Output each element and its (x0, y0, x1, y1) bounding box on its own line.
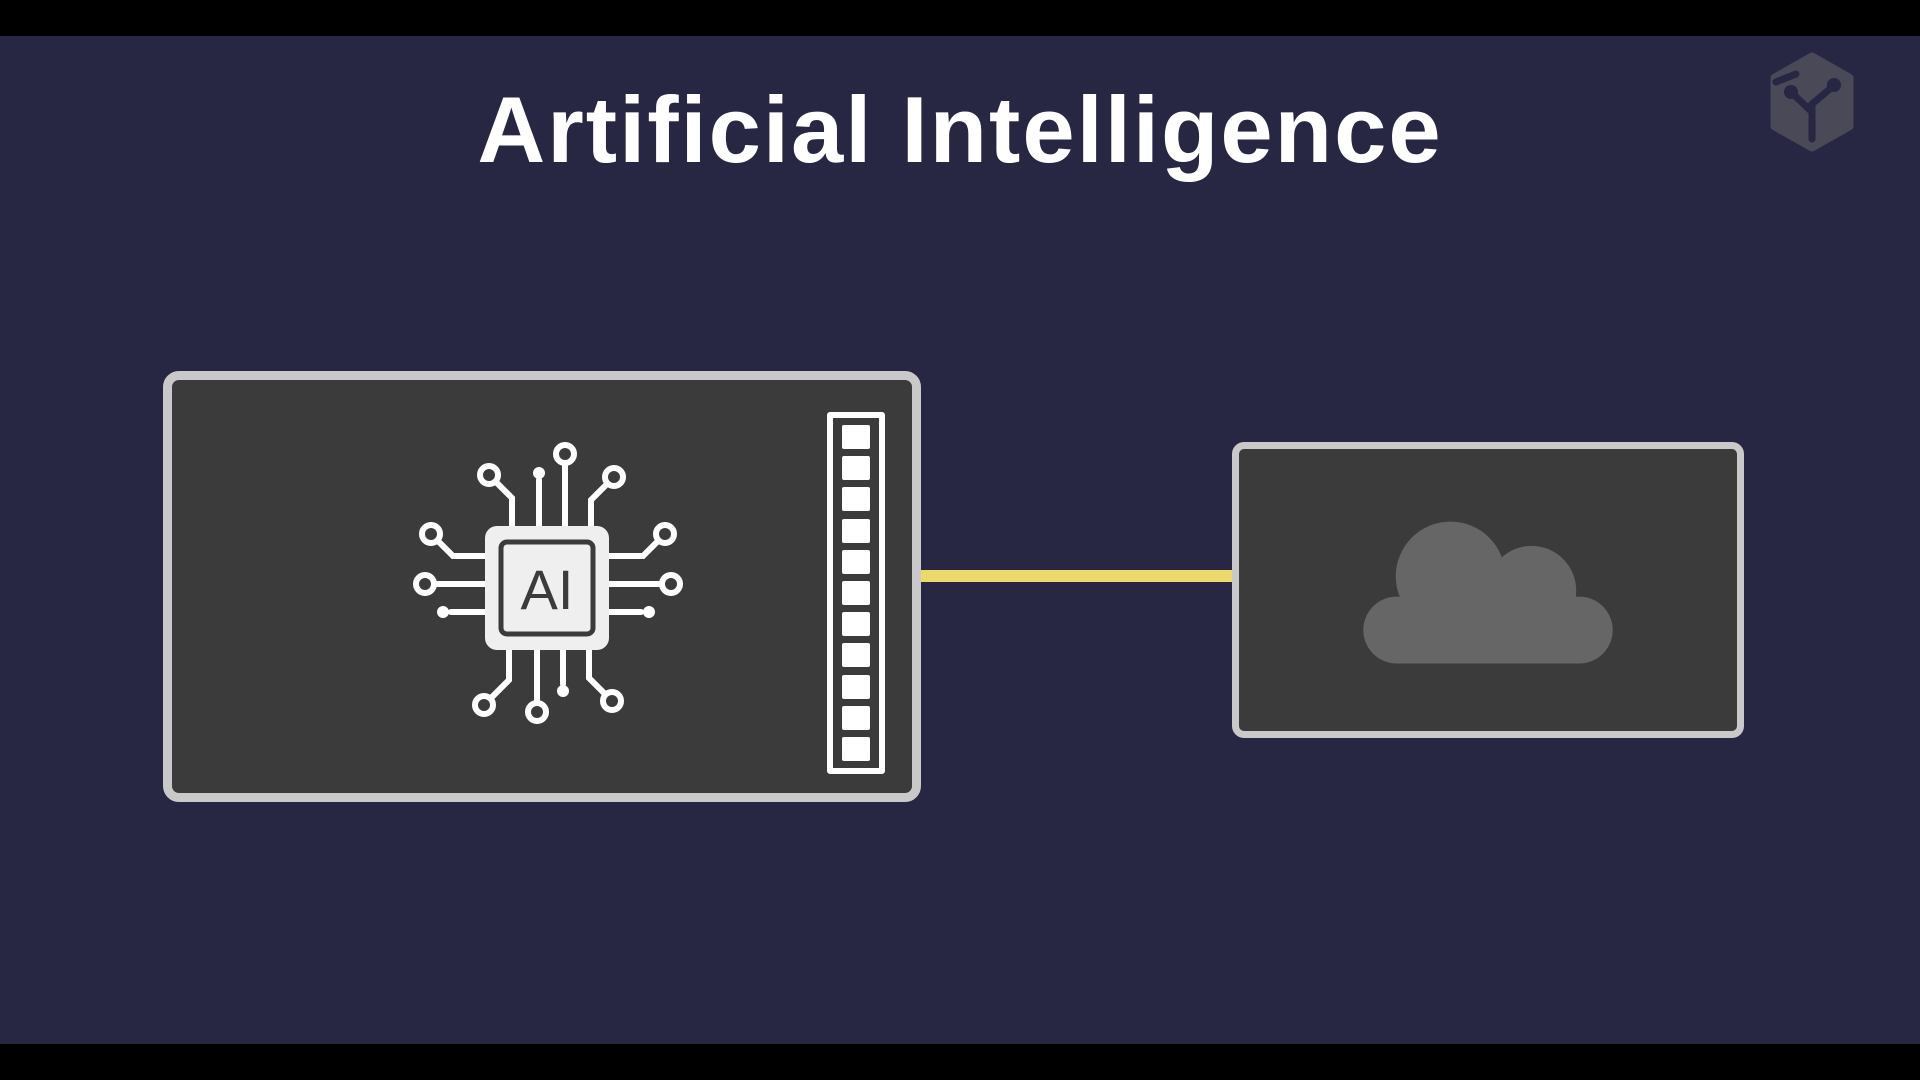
connector-segment (842, 705, 870, 730)
cloud-panel (1232, 442, 1744, 738)
connector-segment (842, 425, 870, 449)
cloud-icon (1363, 521, 1613, 664)
connector-segment (842, 674, 870, 699)
ai-device-panel: AI (163, 371, 921, 802)
connector-segment (842, 612, 870, 637)
connector-segment (842, 580, 870, 605)
connection-line (914, 570, 1238, 582)
connector-segment (842, 643, 870, 668)
chip-label: AI (521, 558, 574, 621)
letterbox-top (0, 0, 1920, 36)
page-title: Artificial Intelligence (477, 77, 1443, 182)
connector-segment (842, 549, 870, 574)
connector-segment (842, 736, 870, 761)
connector-segment (842, 456, 870, 481)
brand-logo-icon (1770, 52, 1854, 152)
ai-chip-icon: AI (413, 442, 683, 724)
connector-segment (842, 518, 870, 543)
letterbox-bottom (0, 1044, 1920, 1080)
connector-segment (842, 487, 870, 512)
connector-strip (827, 412, 885, 774)
